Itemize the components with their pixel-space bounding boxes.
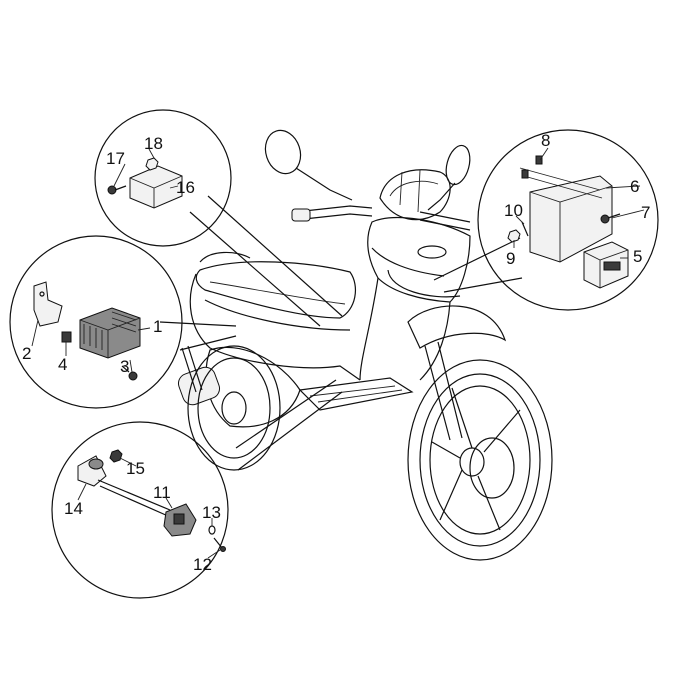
callout-18: 18 (144, 134, 163, 153)
callout-6: 6 (630, 177, 639, 196)
callout-14: 14 (64, 499, 83, 518)
engine (205, 346, 301, 428)
callout-16: 16 (176, 178, 195, 197)
part-1-voltage-regulator (79, 307, 141, 359)
front-fender (407, 305, 507, 349)
part-15-nut (109, 449, 123, 463)
callout-4: 4 (58, 355, 67, 374)
scooter-illustration (177, 129, 553, 561)
detail-circle-right (477, 129, 659, 311)
front-wheel (407, 359, 553, 561)
callout-3: 3 (120, 357, 129, 376)
callout-numbers: 1 2 3 4 5 6 7 8 9 10 11 12 13 14 15 16 1… (22, 131, 650, 574)
part-7-bolt (600, 213, 621, 224)
rear-wheel (187, 345, 281, 471)
callout-1: 1 (153, 317, 162, 336)
part-18-nut (145, 157, 159, 171)
part-8-clip (521, 155, 543, 179)
floorboard (298, 377, 414, 411)
callout-13: 13 (202, 503, 221, 522)
seat (195, 261, 357, 319)
leader-lines (159, 195, 523, 471)
callout-17: 17 (106, 149, 125, 168)
callout-15: 15 (126, 459, 145, 478)
right-mirror (427, 144, 471, 211)
part-16-control-unit (129, 165, 183, 209)
part-17-bolt (107, 185, 127, 195)
callout-2: 2 (22, 344, 31, 363)
windshield (379, 169, 451, 221)
part-14-spark-plug-cap (77, 455, 107, 487)
front-shield (367, 217, 471, 303)
callout-7: 7 (641, 203, 650, 222)
detail-circle-bottom-left (51, 421, 229, 599)
air-filter-box (177, 366, 221, 406)
callout-leaders (31, 147, 645, 559)
handlebar (291, 205, 471, 231)
part-2-bracket (33, 281, 63, 327)
callout-12: 12 (193, 555, 212, 574)
part-10-screw (521, 221, 529, 237)
part-3-bolt (121, 365, 138, 381)
part-9-nut (507, 229, 521, 243)
part-12-screw (213, 537, 226, 552)
callout-9: 9 (506, 249, 515, 268)
part-6-bracket (519, 167, 613, 263)
part-11-cable-and-coil (97, 479, 197, 537)
callout-10: 10 (504, 201, 523, 220)
left-mirror (264, 129, 353, 201)
callout-8: 8 (541, 131, 550, 150)
detail-circle-top-left (94, 109, 232, 247)
callout-5: 5 (633, 247, 642, 266)
part-4-clip (61, 331, 72, 343)
callout-11: 11 (153, 483, 171, 502)
detail-circle-left (9, 235, 183, 409)
part-13-washer (208, 525, 216, 535)
rear-body (189, 273, 361, 381)
part-5-ecu (583, 241, 629, 289)
